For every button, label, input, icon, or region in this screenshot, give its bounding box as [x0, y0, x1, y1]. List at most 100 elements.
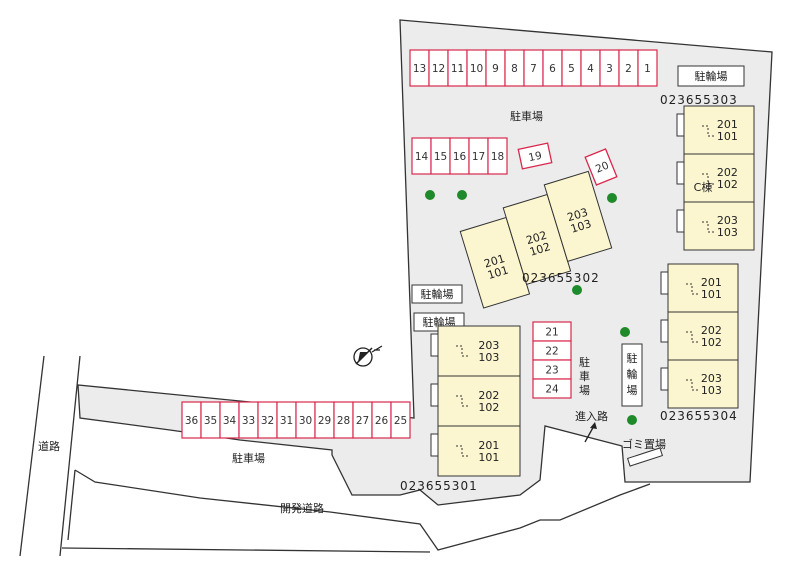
parking-space-label-31: 31	[280, 415, 293, 427]
parking-space-label-32: 32	[261, 415, 274, 427]
dev-road-label: 開発道路	[280, 501, 324, 515]
parking-space-label-30: 30	[299, 415, 312, 427]
parking-space-label-28: 28	[337, 415, 350, 427]
parking-space-label-26: 26	[375, 415, 389, 427]
svg-text:場: 場	[627, 384, 638, 397]
parking-space-24	[532, 378, 572, 399]
svg-text:103: 103	[569, 217, 593, 236]
parking-mid-label-2: 車	[579, 369, 590, 383]
building-c-unit-202	[683, 153, 755, 203]
svg-text:輪: 輪	[627, 367, 638, 381]
bike-parking-top-label: 駐輪場	[695, 69, 728, 83]
parking-space-label-21: 21	[545, 327, 558, 339]
code-d: 023655304	[660, 409, 738, 423]
bike-parking-vertical	[621, 343, 643, 407]
parking-space-label-14: 14	[415, 151, 429, 163]
entrance-label: 進入路	[575, 410, 608, 423]
parking-space-label-1: 1	[644, 63, 651, 75]
parking-space-label-34: 34	[223, 415, 237, 427]
parking-space-label-23: 23	[545, 365, 558, 377]
building-a-unit-label-202: 202	[478, 389, 499, 402]
parking-space-label-25: 25	[394, 415, 407, 427]
parking-space-label-27: 27	[356, 415, 369, 427]
parking-main-label: 駐車場	[510, 109, 543, 123]
building-a-unit-201	[437, 425, 521, 477]
svg-text:駐: 駐	[627, 351, 638, 365]
parking-mid-label-3: 場	[579, 384, 590, 397]
parking-space-label-33: 33	[242, 415, 255, 427]
building-c-unit-label-101: 101	[717, 130, 738, 143]
svg-text:201: 201	[483, 252, 507, 271]
parking-space-label-18: 18	[491, 151, 504, 163]
parking-space-label-7: 7	[530, 63, 537, 75]
parking-space-1	[637, 49, 658, 87]
svg-text:203: 203	[566, 206, 590, 225]
building-a-unit-label-201: 201	[478, 439, 499, 452]
parking-space-label-4: 4	[587, 63, 594, 75]
building-c-unit-label-201: 201	[717, 118, 738, 131]
svg-text:20: 20	[594, 159, 611, 175]
svg-text:202: 202	[525, 229, 549, 248]
parking-space-label-3: 3	[606, 63, 613, 75]
parking-space-label-15: 15	[434, 151, 447, 163]
building-d-unit-label-202: 202	[701, 324, 722, 337]
parking-19: 19	[517, 142, 553, 170]
dev-road-edge	[67, 469, 76, 541]
building-b: 201 101 202 102 203 103	[459, 170, 613, 309]
building-a-unit-label-203: 203	[478, 339, 499, 352]
building-a-unit-label-101: 101	[478, 451, 499, 464]
parking-space-label-29: 29	[318, 415, 331, 427]
parking-space-label-36: 36	[185, 415, 199, 427]
building-d-unit-label-203: 203	[701, 372, 722, 385]
parking-space-label-10: 10	[470, 63, 483, 75]
building-a-unit-203	[437, 325, 521, 377]
parking-second-row: 14 15 16 17 18	[411, 137, 508, 175]
code-c: 023655303	[660, 93, 738, 107]
building-d-unit-202	[667, 311, 739, 361]
parking-space-label-12: 12	[432, 63, 445, 75]
parking-space-label-2: 2	[625, 63, 632, 75]
building-c-unit-label-203: 203	[717, 214, 738, 227]
svg-text:102: 102	[528, 240, 552, 259]
building-d-unit-label-101: 101	[701, 288, 722, 301]
svg-text:101: 101	[486, 263, 510, 282]
building-c-unit-203	[683, 201, 755, 251]
parking-mid-label-1: 駐	[579, 355, 590, 369]
parking-20: 20	[584, 148, 618, 186]
building-c-unit-label-103: 103	[717, 226, 738, 239]
bottom-road-edge	[61, 547, 431, 553]
lot-area	[77, 19, 773, 506]
building-a-unit-label-103: 103	[478, 351, 499, 364]
parking-bottom-label: 駐車場	[232, 451, 265, 465]
road-left-edge	[19, 355, 45, 557]
parking-space-label-17: 17	[472, 151, 485, 163]
building-d-unit-label-103: 103	[701, 384, 722, 397]
parking-space-label-24: 24	[545, 384, 559, 396]
parking-space-label-5: 5	[568, 63, 575, 75]
parking-space-18	[487, 137, 508, 175]
building-d-unit-label-102: 102	[701, 336, 722, 349]
building-c-unit-label-102: 102	[717, 178, 738, 191]
building-a-unit-label-102: 102	[478, 401, 499, 414]
garbage-label: ゴミ置場	[622, 437, 666, 451]
trees	[425, 190, 637, 425]
bike-parking-top	[677, 65, 745, 87]
building-d-unit-203	[667, 359, 739, 409]
garbage-area	[626, 447, 664, 467]
building-c-unit-label-202: 202	[717, 166, 738, 179]
parking-space-label-11: 11	[451, 63, 464, 75]
parking-space-label-16: 16	[453, 151, 467, 163]
code-a: 023655301	[400, 479, 478, 493]
parking-space-label-9: 9	[492, 63, 499, 75]
building-d-unit-201	[667, 263, 739, 313]
bike-parking-mid-1-label: 駐輪場	[421, 287, 454, 301]
north-compass-icon	[353, 345, 383, 367]
svg-text:19: 19	[527, 150, 543, 165]
